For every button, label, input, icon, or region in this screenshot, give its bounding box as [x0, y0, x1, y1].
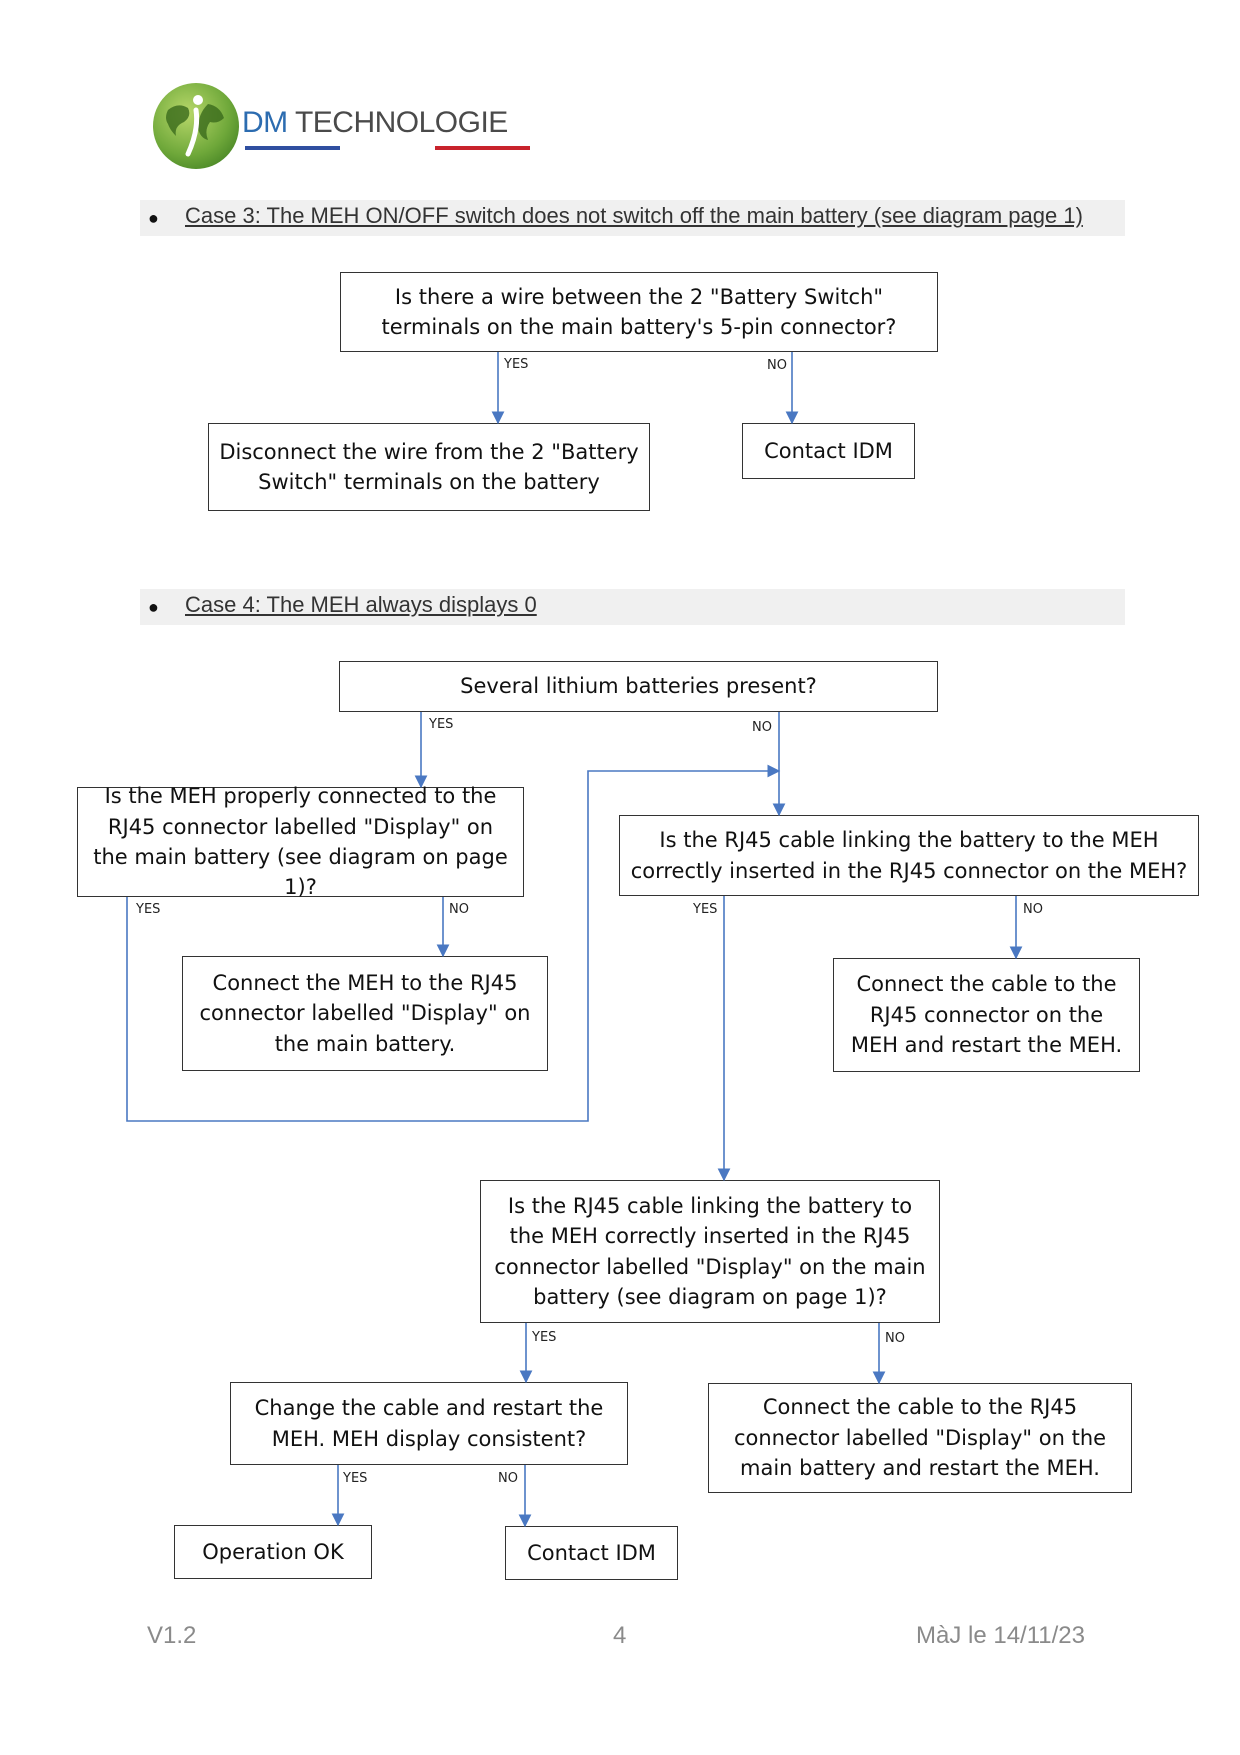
case3-disconnect-wire: Disconnect the wire from the 2 "Battery …: [208, 423, 650, 511]
bullet-icon: ●: [148, 208, 159, 228]
case3-heading: Case 3: The MEH ON/OFF switch does not s…: [185, 203, 1083, 228]
case3-heading-row: ● Case 3: The MEH ON/OFF switch does not…: [140, 200, 1125, 236]
brand-name: DM TECHNOLOGIE: [242, 106, 508, 140]
case4-connect-cable-meh: Connect the cable to the RJ45 connector …: [833, 958, 1140, 1072]
case4-connect-meh: Connect the MEH to the RJ45 connector la…: [182, 956, 548, 1071]
case4-contact-idm: Contact IDM: [505, 1526, 678, 1580]
label-lithium-yes: YES: [428, 717, 453, 732]
label-cable-meh-yes: YES: [692, 902, 717, 917]
brand-technologie: TECHNOLOGIE: [294, 106, 508, 139]
brand-dm: DM: [242, 106, 288, 139]
label-cable-display-yes: YES: [531, 1330, 556, 1345]
bullet-icon: ●: [148, 597, 159, 617]
case4-heading: Case 4: The MEH always displays 0: [185, 592, 537, 617]
label-case3-no: NO: [767, 358, 787, 373]
label-lithium-no: NO: [752, 720, 772, 735]
label-case3-yes: YES: [503, 357, 528, 372]
case4-connect-display: Connect the cable to the RJ45 connector …: [708, 1383, 1132, 1493]
label-meh-connected-no: NO: [449, 902, 469, 917]
logo-red-bar: [435, 146, 530, 150]
case4-question-lithium: Several lithium batteries present?: [339, 661, 938, 712]
footer-page-number: 4: [613, 1622, 627, 1649]
footer-updated-date: MàJ le 14/11/23: [916, 1622, 1085, 1649]
globe-icon: [153, 83, 239, 169]
case4-question-cable-meh: Is the RJ45 cable linking the battery to…: [619, 815, 1199, 896]
label-cable-display-no: NO: [885, 1331, 905, 1346]
label-meh-connected-yes: YES: [135, 902, 160, 917]
label-change-cable-no: NO: [498, 1471, 518, 1486]
case3-question-wire: Is there a wire between the 2 "Battery S…: [340, 272, 938, 352]
label-change-cable-yes: YES: [342, 1471, 367, 1486]
case3-contact-idm: Contact IDM: [742, 423, 915, 479]
case4-heading-row: ● Case 4: The MEH always displays 0: [140, 589, 1125, 625]
arrow-meh-connected-yes: [126, 764, 781, 1122]
case4-question-meh-connected: Is the MEH properly connected to the RJ4…: [77, 784, 524, 899]
logo-blue-bar: [245, 146, 340, 150]
case4-question-cable-display: Is the RJ45 cable linking the battery to…: [480, 1180, 940, 1323]
case4-change-cable: Change the cable and restart the MEH. ME…: [230, 1382, 628, 1465]
footer-version: V1.2: [147, 1622, 197, 1649]
label-cable-meh-no: NO: [1023, 902, 1043, 917]
company-logo: DM TECHNOLOGIE: [150, 80, 570, 180]
case4-operation-ok: Operation OK: [174, 1525, 372, 1579]
